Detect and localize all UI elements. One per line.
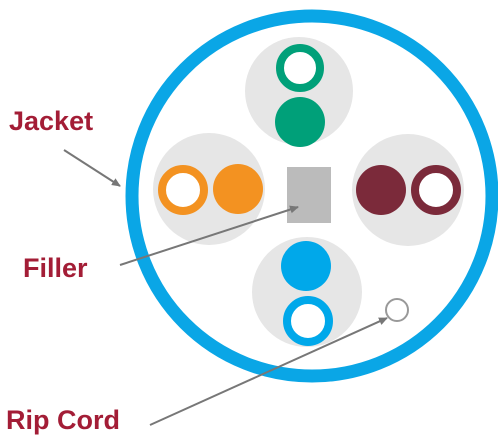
pair-background-orange bbox=[153, 133, 265, 245]
wire-green-solid bbox=[275, 97, 325, 147]
wire-orange-white-stripe bbox=[158, 165, 208, 215]
wire-brown-solid bbox=[356, 165, 406, 215]
wire-brown-white-stripe bbox=[411, 165, 461, 215]
filler-leader-arrow bbox=[119, 205, 299, 266]
rip-cord-leader-arrow bbox=[149, 317, 388, 426]
jacket-label: l Jacket bbox=[0, 106, 93, 136]
wire-blue-solid bbox=[281, 241, 331, 291]
rip-cord-circle bbox=[385, 298, 409, 322]
jacket-leader-arrow bbox=[63, 149, 121, 187]
wire-green-white-stripe bbox=[276, 44, 324, 92]
wire-orange-solid bbox=[213, 164, 263, 214]
filler-label: Filler bbox=[23, 253, 88, 283]
rip-cord-label: Rip Cord bbox=[6, 405, 120, 435]
wire-blue-white-stripe bbox=[283, 296, 333, 346]
pair-background-brown bbox=[352, 134, 464, 246]
filler-square bbox=[287, 167, 331, 223]
pair-background-blue bbox=[252, 237, 362, 347]
